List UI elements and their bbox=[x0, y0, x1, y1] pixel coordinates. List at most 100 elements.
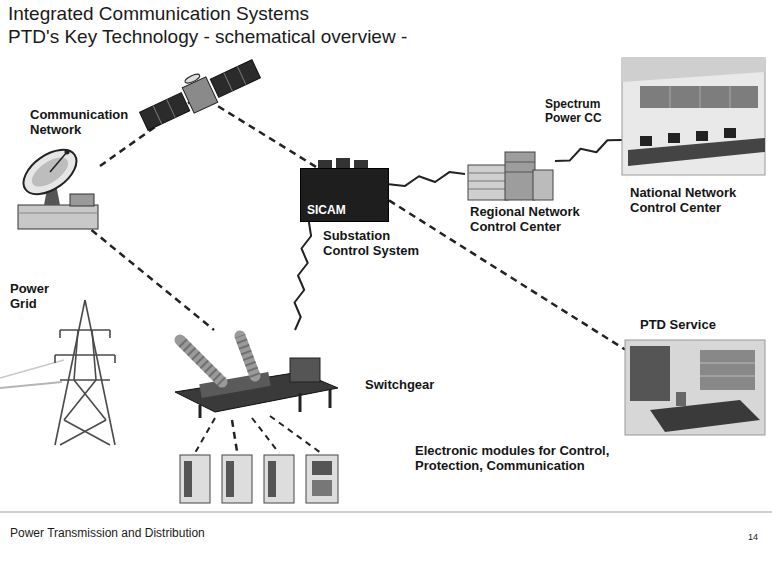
transmission-tower-part bbox=[60, 329, 110, 331]
ground-station-icon-part bbox=[16, 141, 85, 203]
electronic-module-icons-part bbox=[226, 461, 234, 497]
electronic-module-icons-part bbox=[264, 455, 294, 503]
electronic-module-icons-part bbox=[184, 461, 192, 497]
transmission-tower-part bbox=[55, 354, 115, 356]
satellite-icon-part bbox=[184, 73, 201, 85]
national-control-room-photo-part bbox=[668, 133, 680, 143]
switchgear-icon-part bbox=[299, 393, 302, 412]
satellite-icon-part bbox=[167, 99, 175, 117]
zigzag-link bbox=[389, 172, 465, 186]
satellite-icon-part bbox=[210, 60, 260, 98]
national-center-node: National Network Control Center bbox=[622, 58, 765, 175]
switchgear-icon-part bbox=[290, 358, 320, 382]
switchgear-icon-part bbox=[240, 336, 255, 376]
switchgear-icon-part bbox=[180, 340, 222, 382]
node-label: Electronic modules for Control, Protecti… bbox=[415, 444, 665, 474]
node-label: Regional Network Control Center bbox=[470, 205, 588, 235]
ground-station-node: Communication Network bbox=[15, 150, 100, 230]
transmission-tower-part bbox=[59, 330, 61, 338]
sicam-top-devices-part bbox=[318, 160, 332, 168]
node-label: Switchgear bbox=[365, 378, 465, 393]
module-leader-lines-part bbox=[195, 418, 215, 453]
node-label: Spectrum Power CC bbox=[545, 98, 617, 126]
service-room-photo-part bbox=[700, 363, 755, 364]
transmission-tower-part bbox=[60, 420, 106, 445]
electronic-module-icons-part bbox=[180, 455, 210, 503]
service-room-photo-part bbox=[700, 350, 755, 390]
service-node: PTD Service bbox=[625, 340, 765, 435]
switchgear-icon-part bbox=[329, 390, 332, 408]
transmission-tower-part bbox=[64, 420, 110, 445]
node-label: Communication Network bbox=[30, 108, 145, 138]
national-control-room-photo-part bbox=[724, 128, 736, 138]
electronic-modules-node: Electronic modules for Control, Protecti… bbox=[175, 452, 345, 504]
service-room-photo bbox=[625, 340, 765, 435]
electronic-module-icons-part bbox=[312, 461, 332, 475]
service-room-photo-part bbox=[700, 376, 755, 377]
power-line-part bbox=[0, 382, 62, 388]
electronic-module-icons-part bbox=[306, 455, 338, 503]
regional-building-icon-part bbox=[468, 189, 508, 190]
ground-station-icon-part bbox=[18, 213, 98, 214]
module-leader-lines bbox=[195, 416, 321, 453]
electronic-module-icons-part bbox=[312, 480, 332, 496]
footer-rule-part bbox=[0, 512, 772, 513]
service-room-photo-part bbox=[625, 340, 765, 435]
dashed-link bbox=[389, 200, 625, 349]
power-grid-node: Power Grid bbox=[45, 300, 125, 445]
transmission-tower-part bbox=[92, 330, 96, 380]
transmission-tower-part bbox=[54, 355, 56, 363]
ground-station-icon-part bbox=[27, 152, 73, 192]
ground-station-icon bbox=[16, 141, 98, 229]
national-control-room-photo-part bbox=[622, 58, 765, 175]
satellite-icon-part bbox=[140, 93, 190, 131]
switchgear-node: Switchgear bbox=[160, 330, 340, 420]
regional-building-icon-part bbox=[533, 170, 553, 200]
ground-station-icon-part bbox=[70, 194, 94, 206]
sicam-top-devices-part bbox=[354, 160, 368, 168]
satellite-icon bbox=[135, 50, 262, 134]
national-control-room-photo-part bbox=[640, 86, 758, 108]
satellite-icon-part bbox=[237, 66, 245, 84]
page-number: 14 bbox=[748, 532, 758, 542]
switchgear-icon-part bbox=[240, 336, 255, 376]
service-room-photo-part bbox=[650, 400, 760, 432]
footer-rule bbox=[0, 512, 772, 513]
national-control-room-photo-part bbox=[640, 136, 652, 146]
transmission-tower-part bbox=[74, 330, 78, 380]
regional-building-icon-part bbox=[505, 172, 535, 173]
regional-building-icon bbox=[468, 152, 553, 200]
regional-center-node: Spectrum Power CCRegional Network Contro… bbox=[465, 148, 555, 200]
ground-station-icon-part bbox=[18, 205, 98, 229]
sicam-top-devices bbox=[318, 158, 368, 168]
regional-building-icon-part bbox=[468, 173, 508, 174]
national-control-room-photo-part bbox=[730, 86, 731, 108]
electronic-module-icons-part bbox=[222, 455, 252, 503]
regional-building-icon-part bbox=[505, 162, 535, 163]
national-control-room-photo bbox=[622, 58, 765, 175]
zigzag-link bbox=[555, 140, 622, 161]
power-line bbox=[0, 360, 64, 388]
sicam-cabinet: SICAMSubstation Control System bbox=[300, 168, 389, 222]
dashed-link bbox=[92, 230, 215, 330]
node-label: National Network Control Center bbox=[630, 186, 765, 216]
transmission-tower-part bbox=[109, 330, 111, 338]
satellite-icon-part bbox=[153, 106, 161, 124]
national-control-room-photo-part bbox=[696, 131, 708, 141]
zigzag-link bbox=[295, 222, 312, 330]
switchgear-icon-part bbox=[180, 340, 222, 382]
cabinet-label: SICAM bbox=[307, 204, 382, 218]
national-control-room-photo-part bbox=[670, 86, 671, 108]
transmission-tower-part bbox=[114, 355, 116, 363]
dashed-link bbox=[232, 420, 237, 452]
regional-building-icon-part bbox=[468, 165, 508, 200]
ground-station-icon-part bbox=[50, 152, 67, 172]
service-room-photo-part bbox=[630, 346, 670, 401]
switchgear-icon bbox=[175, 336, 338, 418]
node-label: Substation Control System bbox=[323, 229, 433, 259]
switchgear-icon-part bbox=[199, 405, 202, 418]
ground-station-icon-part bbox=[65, 150, 70, 155]
transmission-tower-part bbox=[64, 380, 96, 420]
